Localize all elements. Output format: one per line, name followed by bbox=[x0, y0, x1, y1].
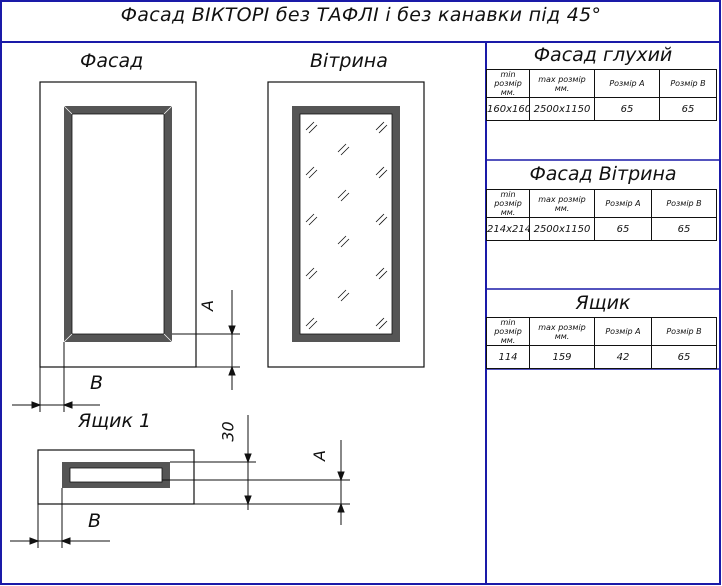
vitrina-label: Вітрина bbox=[310, 50, 388, 72]
dimension-30 bbox=[170, 415, 256, 510]
value-a: 65 bbox=[594, 217, 652, 241]
dimension-b bbox=[12, 342, 100, 412]
header-a: Розмір A bbox=[594, 189, 652, 218]
page-title: Фасад ВІКТОРІ без ТАФЛІ і без канавки пі… bbox=[120, 4, 602, 26]
value-b: 65 bbox=[651, 345, 717, 369]
drawer-drawing bbox=[37, 449, 195, 505]
value-min: 160x160 bbox=[486, 97, 530, 121]
header-a: Розмір A bbox=[594, 317, 652, 346]
table-vitrina: min розмір мм. max розмір мм. Розмір A Р… bbox=[486, 189, 717, 241]
facade-drawing bbox=[39, 81, 197, 368]
dimension-b-drawer-label: B bbox=[88, 510, 102, 532]
header-min: min розмір мм. bbox=[486, 317, 530, 346]
dimension-30-label: 30 bbox=[218, 421, 238, 442]
value-a: 42 bbox=[594, 345, 652, 369]
table-solid: min розмір мм. max розмір мм. Розмір A Р… bbox=[486, 69, 717, 121]
table-title-solid: Фасад глухий bbox=[533, 44, 673, 66]
vitrina-drawing bbox=[267, 81, 425, 368]
dimension-b-label: B bbox=[90, 372, 104, 394]
table-title-vitrina: Фасад Вітрина bbox=[529, 163, 677, 185]
table-title-drawer: Ящик bbox=[575, 292, 631, 314]
value-min: 114 bbox=[486, 345, 530, 369]
value-a: 65 bbox=[594, 97, 660, 121]
table-drawer: min розмір мм. max розмір мм. Розмір A Р… bbox=[486, 317, 717, 369]
value-max: 2500x1150 bbox=[529, 217, 595, 241]
header-b: Розмір B bbox=[659, 69, 717, 98]
dimension-a-label: A bbox=[197, 300, 217, 311]
header-min: min розмір мм. bbox=[486, 189, 530, 218]
value-b: 65 bbox=[659, 97, 717, 121]
header-max: max розмір мм. bbox=[529, 317, 595, 346]
value-max: 159 bbox=[529, 345, 595, 369]
value-min: 214x214 bbox=[486, 217, 530, 241]
dimension-b-drawer bbox=[10, 488, 110, 548]
header-min: min розмір мм. bbox=[486, 69, 530, 98]
header-a: Розмір A bbox=[594, 69, 660, 98]
glass-hatching bbox=[305, 121, 388, 330]
facade-label: Фасад bbox=[80, 50, 144, 72]
dimension-a-drawer bbox=[162, 440, 350, 525]
dimension-a-drawer-label: A bbox=[309, 450, 329, 461]
header-b: Розмір B bbox=[651, 317, 717, 346]
value-max: 2500x1150 bbox=[529, 97, 595, 121]
dimension-a bbox=[172, 290, 240, 390]
header-max: max розмір мм. bbox=[529, 69, 595, 98]
header-b: Розмір B bbox=[651, 189, 717, 218]
header-max: max розмір мм. bbox=[529, 189, 595, 218]
drawer-label: Ящик 1 bbox=[78, 410, 152, 432]
value-b: 65 bbox=[651, 217, 717, 241]
